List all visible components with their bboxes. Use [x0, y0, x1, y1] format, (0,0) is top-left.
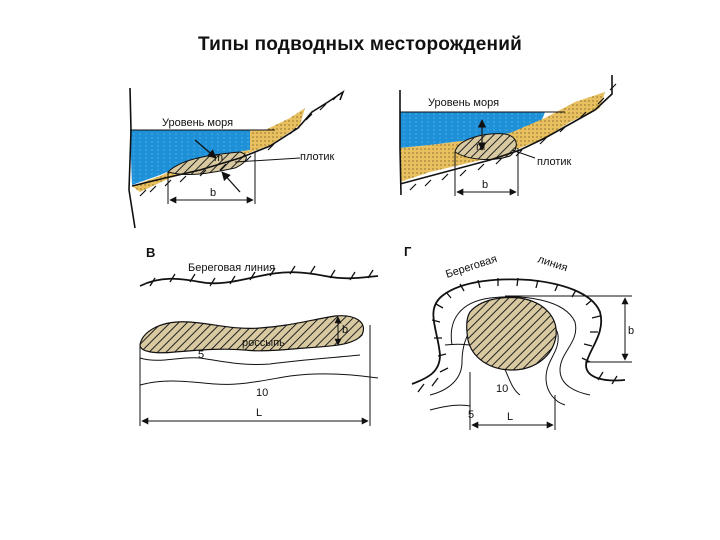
panel-v-contour-5-label: 5 [198, 349, 204, 361]
panel-v-letter: В [146, 245, 155, 260]
panel-b-bedrock-pointer [511, 149, 536, 159]
panel-b-bedrock-label: плотик [537, 156, 572, 168]
panel-g-placer-body [466, 296, 557, 371]
panel-v-plan-view: В Береговая линия россыпь b 5 10 L [139, 245, 379, 426]
panel-a-width-label: b [210, 187, 216, 199]
panel-b-thickness-label: m [476, 141, 485, 153]
panel-g-contour-5-label: 5 [468, 409, 474, 421]
panel-g-width-label: b [628, 325, 634, 337]
panel-v-contour-5 [139, 354, 361, 366]
panel-g-length-label: L [507, 411, 513, 423]
panel-g-plan-view: Г Береговая линия b 10 5 L [404, 244, 634, 430]
panel-b-bedrock-hatching [409, 83, 617, 191]
panel-a-water [130, 130, 250, 185]
panel-a-bedrock-pointer [234, 157, 301, 163]
panel-v-placer-body [139, 315, 364, 354]
panel-g-bay-hatching [417, 277, 618, 393]
panel-a-thickness-arrow-2 [221, 171, 241, 193]
panel-a-thickness-label: m [214, 152, 223, 164]
panel-v-contour-10 [139, 373, 379, 386]
panel-v-shoreline-hatching [149, 265, 374, 287]
panel-v-shoreline [139, 271, 379, 287]
panel-a-sea-level-label: Уровень моря [162, 117, 233, 129]
panel-a-bedrock-label: плотик [300, 151, 335, 163]
panel-v-length-label: L [256, 407, 262, 419]
panel-g-contour-5-line [429, 404, 471, 411]
panel-v-width-label: b [342, 324, 348, 336]
panel-v-shoreline-label: Береговая линия [188, 262, 275, 274]
panel-v-contour-10-label: 10 [256, 387, 268, 399]
panel-b-sea-level-label: Уровень моря [428, 97, 499, 109]
panel-b-water [400, 112, 545, 148]
panel-a-placer-lens [167, 151, 247, 176]
panel-v-placer-label: россыпь [242, 337, 285, 349]
panel-a-thickness-arrow-1 [194, 139, 217, 159]
panel-b-cross-section: Уровень моря m плотик b [399, 75, 617, 196]
panel-a-cross-section: Уровень моря m плотик b [128, 87, 345, 229]
page-title: Типы подводных месторождений [198, 34, 522, 55]
panel-g-contour-inner-bay-1 [450, 296, 591, 396]
panel-b-bedrock-line [399, 75, 613, 196]
panel-b-width-label: b [482, 179, 488, 191]
panel-g-shoreline-label-1: Береговая [444, 253, 498, 281]
panel-g-shoreline-label-2: линия [536, 253, 569, 274]
panel-g-letter: Г [404, 244, 412, 259]
panel-g-contour-10-label: 10 [496, 383, 508, 395]
